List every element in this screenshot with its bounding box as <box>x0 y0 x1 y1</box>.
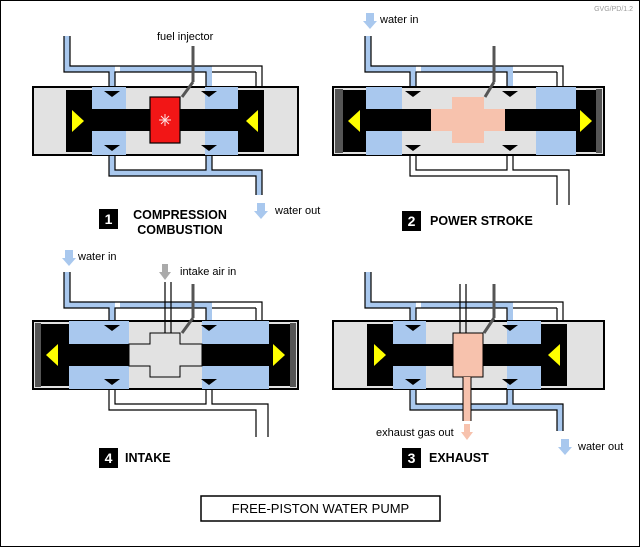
water-outlet-pipe <box>409 155 558 205</box>
piston-motion-arrow-left <box>548 344 560 366</box>
exhaust-gas-arrow-icon <box>461 424 473 440</box>
check-valves <box>405 325 518 385</box>
step-label-line-1: EXHAUST <box>429 451 489 465</box>
water-inlet-pipe <box>64 272 115 321</box>
step-number-badge <box>99 448 118 468</box>
piston-motion-arrow-right <box>273 344 285 366</box>
water-in-label: water in <box>77 251 117 263</box>
step-number: 3 <box>408 450 416 466</box>
water-inlet-pipe <box>64 36 212 87</box>
piston-motion-arrow-left <box>246 110 258 132</box>
intake-air-arrow-icon <box>159 264 171 280</box>
piston-motion-arrow-right <box>374 344 386 366</box>
exhaust-gas-chamber <box>452 332 484 378</box>
step-number: 4 <box>105 450 113 466</box>
panel-exhaust: exhaust gas out water out 3 EXHAUST <box>332 272 623 468</box>
left-piston-rod <box>366 109 431 131</box>
step-number-badge <box>402 448 421 468</box>
title-box <box>200 495 441 522</box>
water-outlet-pipe <box>108 389 257 437</box>
intake-air-label: intake air in <box>180 266 236 278</box>
left-piston-rod <box>393 344 453 366</box>
water-out-arrow-icon <box>558 439 572 455</box>
step-label-line-1: COMPRESSION <box>133 208 227 222</box>
diagram-title: FREE-PISTON WATER PUMP <box>232 501 409 516</box>
step-label-line-1: INTAKE <box>125 451 171 465</box>
ignition-spark-icon <box>159 114 171 126</box>
water-in-arrow-icon <box>363 13 377 29</box>
panel-power-stroke: water in 2 POWER STROKE <box>332 13 605 231</box>
water-out-label: water out <box>577 441 623 453</box>
check-valves <box>104 91 217 151</box>
fuel-injector-label: fuel injector <box>157 31 214 43</box>
piston-motion-arrow-right <box>580 110 592 132</box>
right-piston-rod <box>202 344 269 366</box>
step-number: 2 <box>408 213 416 229</box>
credit-text: GVG/PD/1.2 <box>594 6 633 13</box>
water-out-label: water out <box>274 205 320 217</box>
piston-motion-arrow-right <box>72 110 84 132</box>
step-number: 1 <box>105 211 113 227</box>
check-valves <box>405 91 518 151</box>
exhaust-gas-label: exhaust gas out <box>376 427 454 439</box>
water-out-arrow-icon <box>254 203 268 219</box>
step-label-line-1: POWER STROKE <box>430 214 533 228</box>
exhaust-pipe <box>463 377 471 421</box>
panel-compression-combustion: fuel injector water out 1 COMPRESSION CO… <box>32 31 320 237</box>
expanding-gas-chamber <box>431 97 505 143</box>
panel-intake: water in intake air in 4 INTAKE <box>32 250 299 468</box>
step-number-badge <box>99 209 118 229</box>
right-piston-rod <box>483 344 541 366</box>
water-inlet-pipe <box>365 272 416 321</box>
water-inlet-pipe <box>365 36 416 87</box>
right-piston-rod <box>180 109 238 131</box>
check-valves <box>104 325 217 385</box>
piston-motion-arrow-left <box>348 110 360 132</box>
left-piston-rod <box>69 344 129 366</box>
right-piston-rod <box>505 109 576 131</box>
step-label-line-2: COMBUSTION <box>137 223 222 237</box>
intake-air-chamber <box>128 332 203 378</box>
water-in-label: water in <box>379 14 419 26</box>
piston-motion-arrow-left <box>46 344 58 366</box>
left-piston-rod <box>92 109 150 131</box>
water-outlet-pipe <box>109 155 262 195</box>
step-number-badge <box>402 211 421 231</box>
water-in-arrow-icon <box>62 250 76 266</box>
